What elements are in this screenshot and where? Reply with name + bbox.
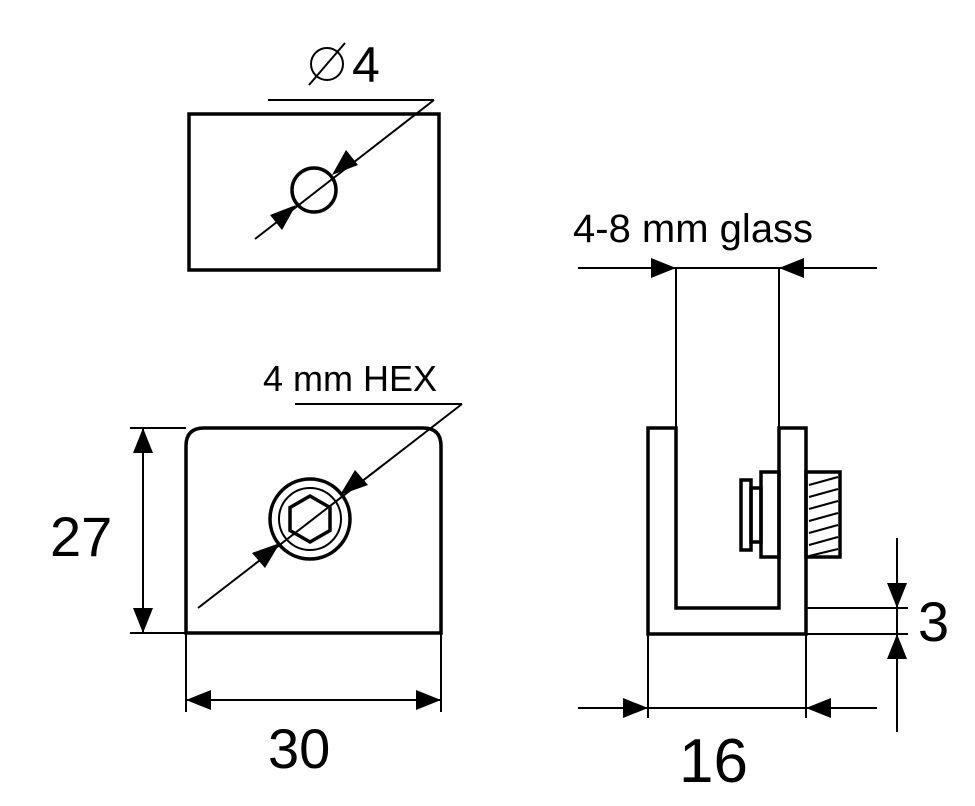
hex-leader: [197, 403, 463, 609]
width-dim-arrow-left: [186, 690, 211, 710]
front-view-body: [184, 426, 443, 635]
thickness-dim-arrow-bottom: [887, 634, 907, 659]
hex-socket-icon: [288, 493, 332, 545]
height-dim-label: 27: [50, 505, 112, 568]
glass-dim-arrow-left: [651, 258, 676, 278]
thickness-dim-arrow-top: [887, 583, 907, 608]
side-width-arrow-left: [623, 698, 648, 718]
top-view-hole: [290, 166, 338, 214]
diameter-symbol-icon: [308, 42, 346, 86]
glass-dim-arrow-right: [779, 258, 804, 278]
front-view: 4 mm HEX 27 30: [50, 358, 463, 780]
hex-arrow-upper: [340, 470, 368, 495]
height-dim-arrow-bottom: [133, 608, 153, 633]
hex-label: 4 mm HEX: [263, 358, 437, 399]
top-view-arrow-upper: [332, 150, 358, 175]
width-dim-label: 30: [268, 717, 330, 780]
side-width-arrow-right: [806, 698, 831, 718]
top-view-plate: [187, 112, 441, 272]
bracket-u-profile: [646, 426, 808, 636]
hex-bolt-inner: [278, 487, 342, 551]
hex-bolt-outer: [268, 477, 352, 561]
top-view-hole-label: 4: [352, 37, 380, 93]
height-dim-arrow-top: [133, 428, 153, 453]
side-view: 4-8 mm glass 3 16: [573, 207, 949, 796]
top-view-arrow-lower: [270, 205, 296, 230]
glass-dim-label: 4-8 mm glass: [573, 207, 813, 251]
hex-arrow-lower: [252, 543, 280, 568]
side-width-label: 16: [679, 727, 748, 796]
width-dim-arrow-right: [416, 690, 441, 710]
top-view: 4: [187, 37, 441, 272]
thickness-dim-label: 3: [918, 590, 949, 653]
set-screw-icon: [739, 470, 842, 559]
